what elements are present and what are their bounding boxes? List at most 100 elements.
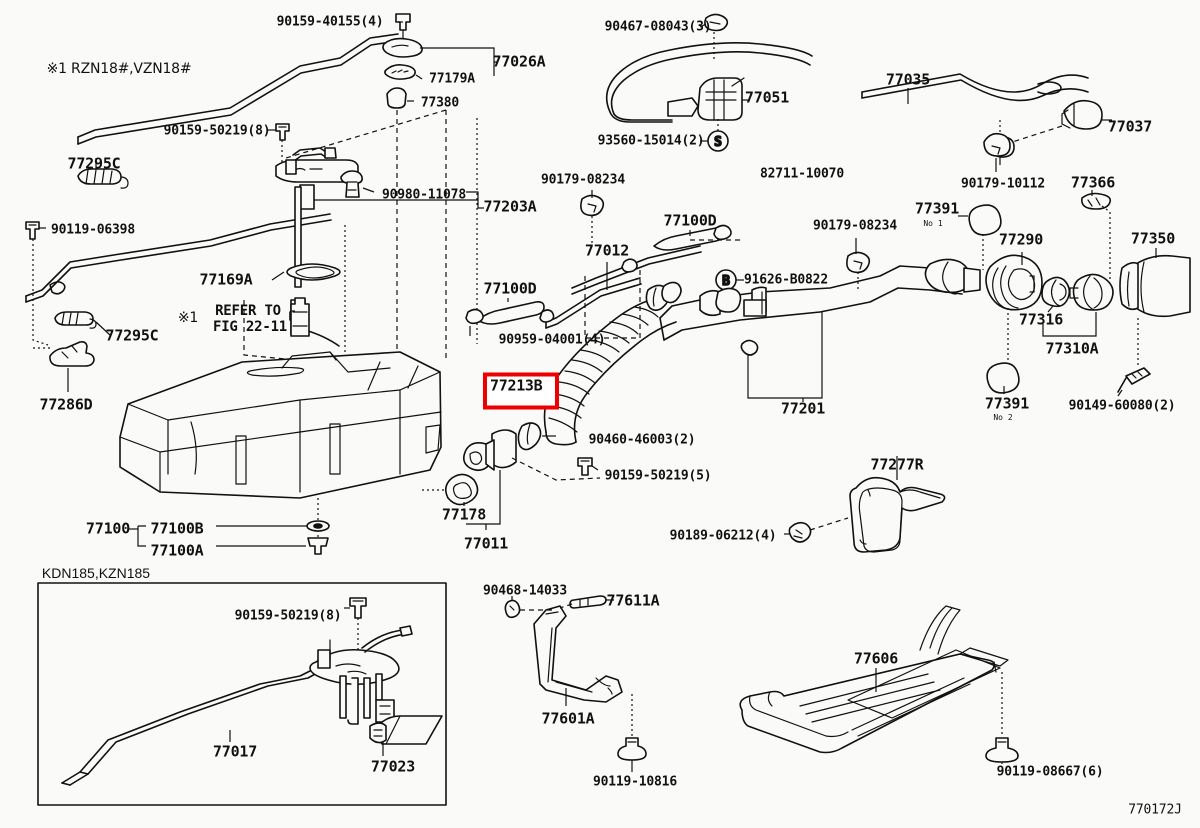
part-label-l29: 77391 bbox=[914, 199, 960, 218]
clip-77201-bolt bbox=[740, 339, 759, 356]
part-77366-clamp bbox=[1080, 192, 1112, 210]
leader-77295c-lower bbox=[95, 321, 111, 336]
part-77100a-drain-plug bbox=[307, 537, 329, 555]
part-77178-gasket bbox=[444, 473, 479, 506]
part-77295c-lower bbox=[54, 311, 97, 329]
part-label-l30: 77290 bbox=[998, 230, 1044, 249]
part-label-l23: 90179-08234 bbox=[541, 172, 625, 188]
part-label-l43: 90460-46003(2) bbox=[588, 432, 696, 448]
part-label-l17: 77100 bbox=[85, 519, 131, 538]
part-label-l53: 90468-14033 bbox=[483, 583, 567, 599]
part-77606-protector bbox=[739, 653, 996, 754]
part-label-l08: 90119-06398 bbox=[51, 222, 135, 238]
part-label-l18: 77100B bbox=[150, 519, 204, 538]
part-label-l13: REFER TO bbox=[215, 303, 281, 319]
part-90179-08234-left bbox=[580, 194, 605, 217]
bracket-77310a bbox=[1042, 320, 1097, 337]
part-90980-11078-clip bbox=[340, 170, 363, 198]
part-label-l32: 90179-08234 bbox=[813, 218, 897, 234]
part-label-l33: 77012 bbox=[584, 241, 630, 260]
clip-77012-b bbox=[621, 258, 638, 273]
part-90149-60080-screw bbox=[1117, 367, 1151, 393]
part-label-l28: 77366 bbox=[1070, 173, 1116, 192]
bracket-77100 bbox=[137, 525, 146, 547]
part-90189-06212-nut bbox=[788, 521, 812, 543]
highlighted-part-number: 77213B bbox=[490, 376, 543, 395]
part-77350-fuel-door bbox=[1119, 254, 1191, 318]
tube-77100d-right bbox=[653, 227, 725, 251]
part-77611a-bolt bbox=[569, 595, 607, 609]
vent-tube-upper bbox=[77, 33, 399, 145]
hose-77035 bbox=[861, 73, 1089, 102]
bracket-77201 bbox=[747, 312, 823, 399]
inset-border bbox=[37, 582, 447, 806]
part-label-l39: 90959-04001(4) bbox=[498, 332, 606, 348]
inset-fuel-lines-77017 bbox=[61, 665, 327, 786]
part-label-l54: 77611A bbox=[606, 591, 660, 610]
part-label-l24: 82711-10070 bbox=[760, 166, 844, 182]
part-label-l06: 90159-50219(8) bbox=[163, 123, 271, 139]
part-90119-08667-bolt bbox=[985, 737, 1019, 763]
bracket-77011 bbox=[466, 470, 501, 525]
part-label-l10: 77203A bbox=[483, 197, 537, 216]
part-label-l02: 77026A bbox=[492, 52, 546, 71]
part-label-l25: 77035 bbox=[885, 70, 931, 89]
part-label-l36: 91626-B0822 bbox=[744, 272, 828, 288]
part-label-l11: 77169A bbox=[199, 270, 253, 289]
part-label-l34: 77100D bbox=[663, 211, 717, 230]
clip-77100d-right bbox=[713, 224, 732, 241]
part-label-l56: 90119-10816 bbox=[593, 774, 677, 790]
part-label-l40: 77201 bbox=[780, 399, 826, 418]
part-label-l55: 77601A bbox=[541, 709, 595, 728]
clip-77012-a bbox=[539, 309, 555, 323]
leader-77179a bbox=[415, 74, 423, 80]
part-90179-08234-right bbox=[846, 251, 871, 274]
dash-90189-06212 bbox=[809, 517, 849, 531]
part-label-l20: 90467-08043(3) bbox=[604, 19, 712, 35]
part-label-l47: 77011 bbox=[463, 534, 509, 553]
leader-90159-50219-5 bbox=[591, 465, 599, 471]
part-label-l12: ※1 bbox=[177, 310, 199, 326]
part-label-l05: ※1 RZN18#,VZN18# bbox=[46, 61, 192, 77]
dash-77611a bbox=[559, 603, 573, 609]
fuel-pump-icon bbox=[290, 297, 310, 337]
part-77037-cap bbox=[1061, 99, 1103, 130]
highlighted-part-box[interactable]: 77213B bbox=[483, 372, 559, 410]
part-90467-08043-clip bbox=[704, 13, 729, 32]
part-77051-valve bbox=[697, 77, 745, 121]
tube-77100d-left bbox=[477, 301, 545, 325]
part-77026a-grommet bbox=[382, 37, 423, 58]
group-dash-77203a-diag bbox=[285, 109, 447, 159]
part-77391-no2 bbox=[986, 362, 1020, 394]
part-77601a-bracket bbox=[533, 605, 623, 703]
part-77179a-cap bbox=[384, 64, 416, 80]
hose-corrugations-77213b bbox=[548, 306, 659, 433]
part-label-l59: 770172J bbox=[1128, 802, 1182, 818]
part-label-l46: 77178 bbox=[441, 505, 487, 524]
part-label-l38: 77310A bbox=[1045, 339, 1099, 358]
part-sublabel-s01: No 1 bbox=[923, 219, 943, 228]
bolt-90159-50219-8a bbox=[275, 123, 290, 141]
clip-77100d-left bbox=[465, 308, 484, 325]
part-77606-ribs bbox=[799, 605, 1009, 737]
leader-90980-11078 bbox=[362, 187, 375, 193]
hose-end-77051 bbox=[667, 97, 699, 117]
part-77290-boot bbox=[985, 254, 1043, 311]
part-77310a-fuel-cap bbox=[1069, 273, 1114, 311]
part-label-l15: 77295C bbox=[105, 326, 159, 345]
dash-90119-06398 bbox=[32, 239, 49, 346]
part-90468-14033-clamp bbox=[504, 599, 521, 619]
part-label-l51: 77017 bbox=[212, 742, 258, 761]
part-label-l42: 90149-60080(2) bbox=[1068, 398, 1176, 414]
part-77295c-upper bbox=[77, 168, 129, 189]
bolt-90159-50219-8b bbox=[349, 597, 367, 619]
part-label-l01: 90159-40155(4) bbox=[276, 14, 384, 30]
leader-77169a bbox=[271, 271, 285, 281]
part-90179-10112-nut bbox=[983, 132, 1011, 157]
leader-90149-60080 bbox=[1117, 389, 1123, 397]
dash-77366 bbox=[1101, 205, 1111, 280]
part-label-l07: 77295C bbox=[67, 154, 121, 173]
part-77277r-shield bbox=[849, 476, 946, 553]
part-77380-plug bbox=[386, 87, 407, 109]
